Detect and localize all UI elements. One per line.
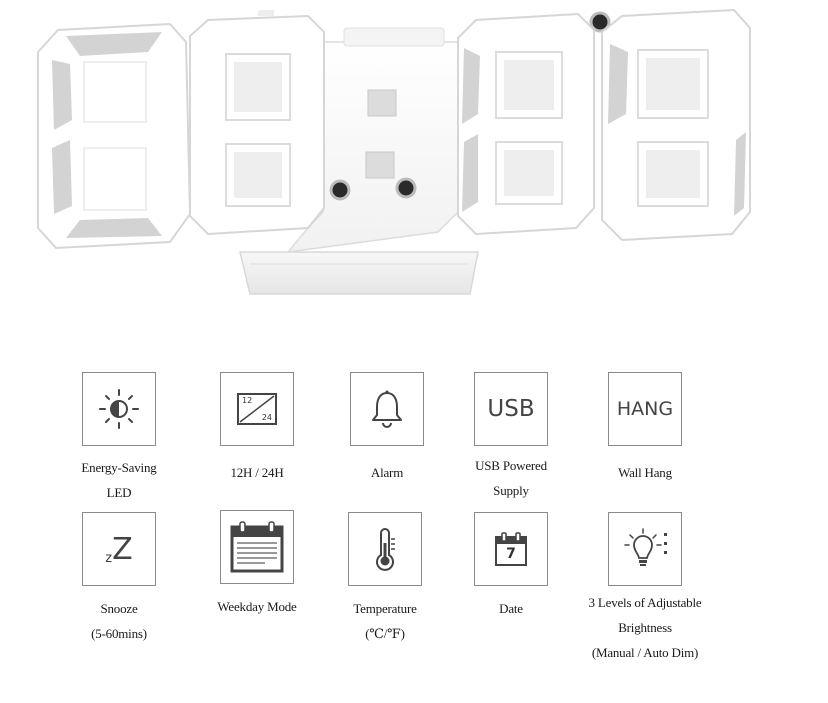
digit-1 bbox=[37, 22, 192, 250]
caption-line: LED bbox=[106, 485, 132, 500]
caption-line: Wall Hang bbox=[618, 465, 672, 480]
caption-line: Temperature bbox=[353, 601, 417, 616]
colon-lower bbox=[365, 151, 395, 179]
caption-line: (5-60mins) bbox=[91, 626, 147, 641]
caption-line: Snooze bbox=[100, 601, 138, 616]
icon-12-text: 12 bbox=[242, 396, 253, 405]
caption-line: (℃/℉) bbox=[365, 626, 405, 641]
caption-line: 3 Levels of Adjustable bbox=[588, 595, 702, 610]
caption-line: USB Powered bbox=[475, 458, 547, 473]
usb-icon-text: USB bbox=[487, 396, 535, 422]
caption-line: (Manual / Auto Dim) bbox=[591, 645, 699, 660]
set-button[interactable] bbox=[329, 179, 351, 201]
snooze-big-z: Z bbox=[112, 531, 133, 567]
snooze-small-z: z bbox=[105, 550, 113, 566]
caption-line: 12H / 24H bbox=[230, 465, 284, 480]
led-wall-clock bbox=[18, 2, 758, 302]
caption-line: Alarm bbox=[370, 465, 404, 480]
digit-3 bbox=[457, 12, 595, 236]
thermometer-icon bbox=[348, 512, 422, 586]
light-sensor bbox=[589, 11, 611, 33]
clock-stand bbox=[239, 251, 479, 295]
caption-line: Date bbox=[499, 601, 523, 616]
caption-line: Supply bbox=[493, 483, 529, 498]
half-sun-icon bbox=[82, 372, 156, 446]
weekday-calendar-icon bbox=[220, 510, 294, 584]
colon-upper bbox=[367, 89, 397, 117]
digit-2 bbox=[189, 14, 325, 236]
adjust-button[interactable] bbox=[395, 177, 417, 199]
12-24-icon: 12 24 bbox=[220, 372, 294, 446]
hang-icon-text: HANG bbox=[616, 398, 674, 420]
icon-24-text: 24 bbox=[261, 413, 272, 422]
usb-text-icon: USB bbox=[474, 372, 548, 446]
caption-line: Energy-Saving bbox=[81, 460, 157, 475]
snooze-icon: z Z bbox=[82, 512, 156, 586]
bell-icon bbox=[350, 372, 424, 446]
date-icon-number: 7 bbox=[506, 546, 516, 562]
hang-text-icon: HANG bbox=[608, 372, 682, 446]
caption-line: Weekday Mode bbox=[217, 599, 297, 614]
caption-line: Brightness bbox=[618, 620, 672, 635]
lightbulb-icon bbox=[608, 512, 682, 586]
feature-grid: Energy-Saving LED 12 24 12H / 24H Alarm bbox=[0, 360, 828, 703]
digit-4 bbox=[601, 8, 751, 242]
date-calendar-icon: 7 bbox=[474, 512, 548, 586]
clock-illustration bbox=[37, 8, 751, 295]
